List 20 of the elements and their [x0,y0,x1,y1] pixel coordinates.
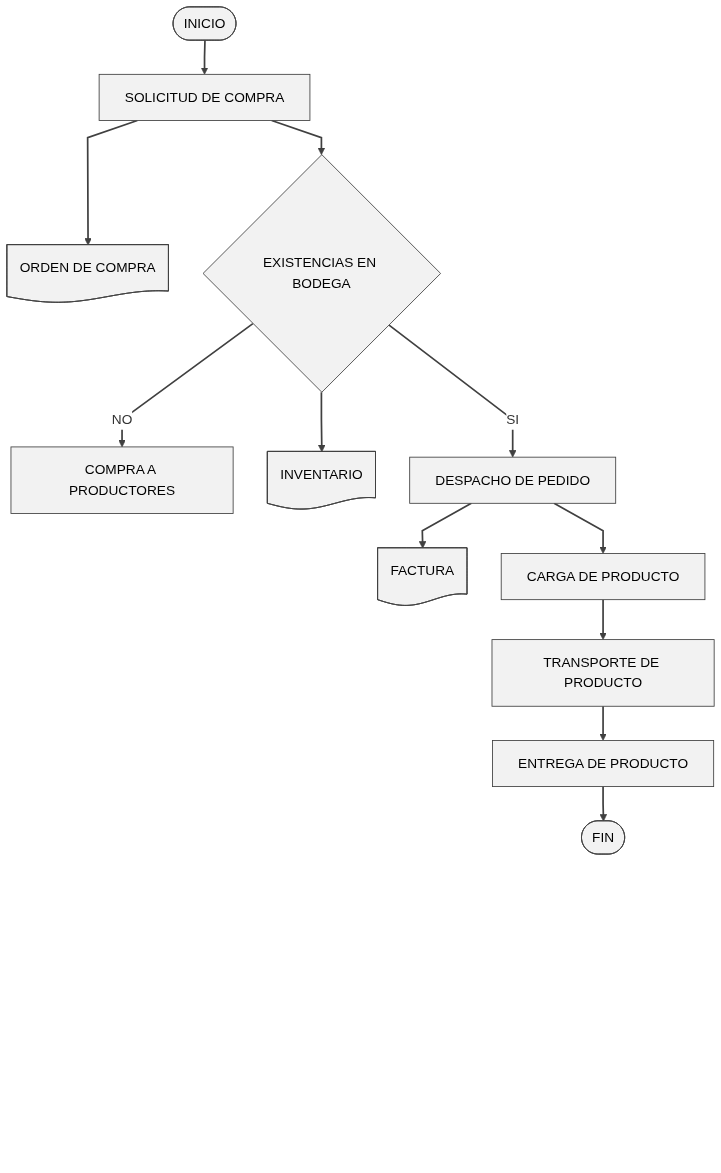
arrow [84,119,139,246]
node-box: CARGA DE PRODUCTO [500,553,706,601]
arrow [270,119,326,155]
node-diamond: EXISTENCIAS EN BODEGA [202,154,442,393]
node-box: ENTREGA DE PRODUCTO [492,740,715,787]
node-box: COMPRA A PRODUCTORES [10,446,234,514]
arrow [118,322,254,448]
arrow [599,785,608,822]
arrow [599,705,607,741]
arrow [553,502,607,554]
node-box: SOLICITUD DE COMPRA [98,73,311,121]
arrow [599,598,607,640]
arrow [418,502,473,549]
node-box: DESPACHO DE PEDIDO [409,456,617,504]
arrow [387,324,517,458]
arrow [200,39,209,75]
edge-label: SI [506,411,520,427]
node-box: TRANSPORTE DE PRODUCTO [491,639,715,707]
edge-label: NO [111,411,133,427]
arrow [318,391,326,453]
